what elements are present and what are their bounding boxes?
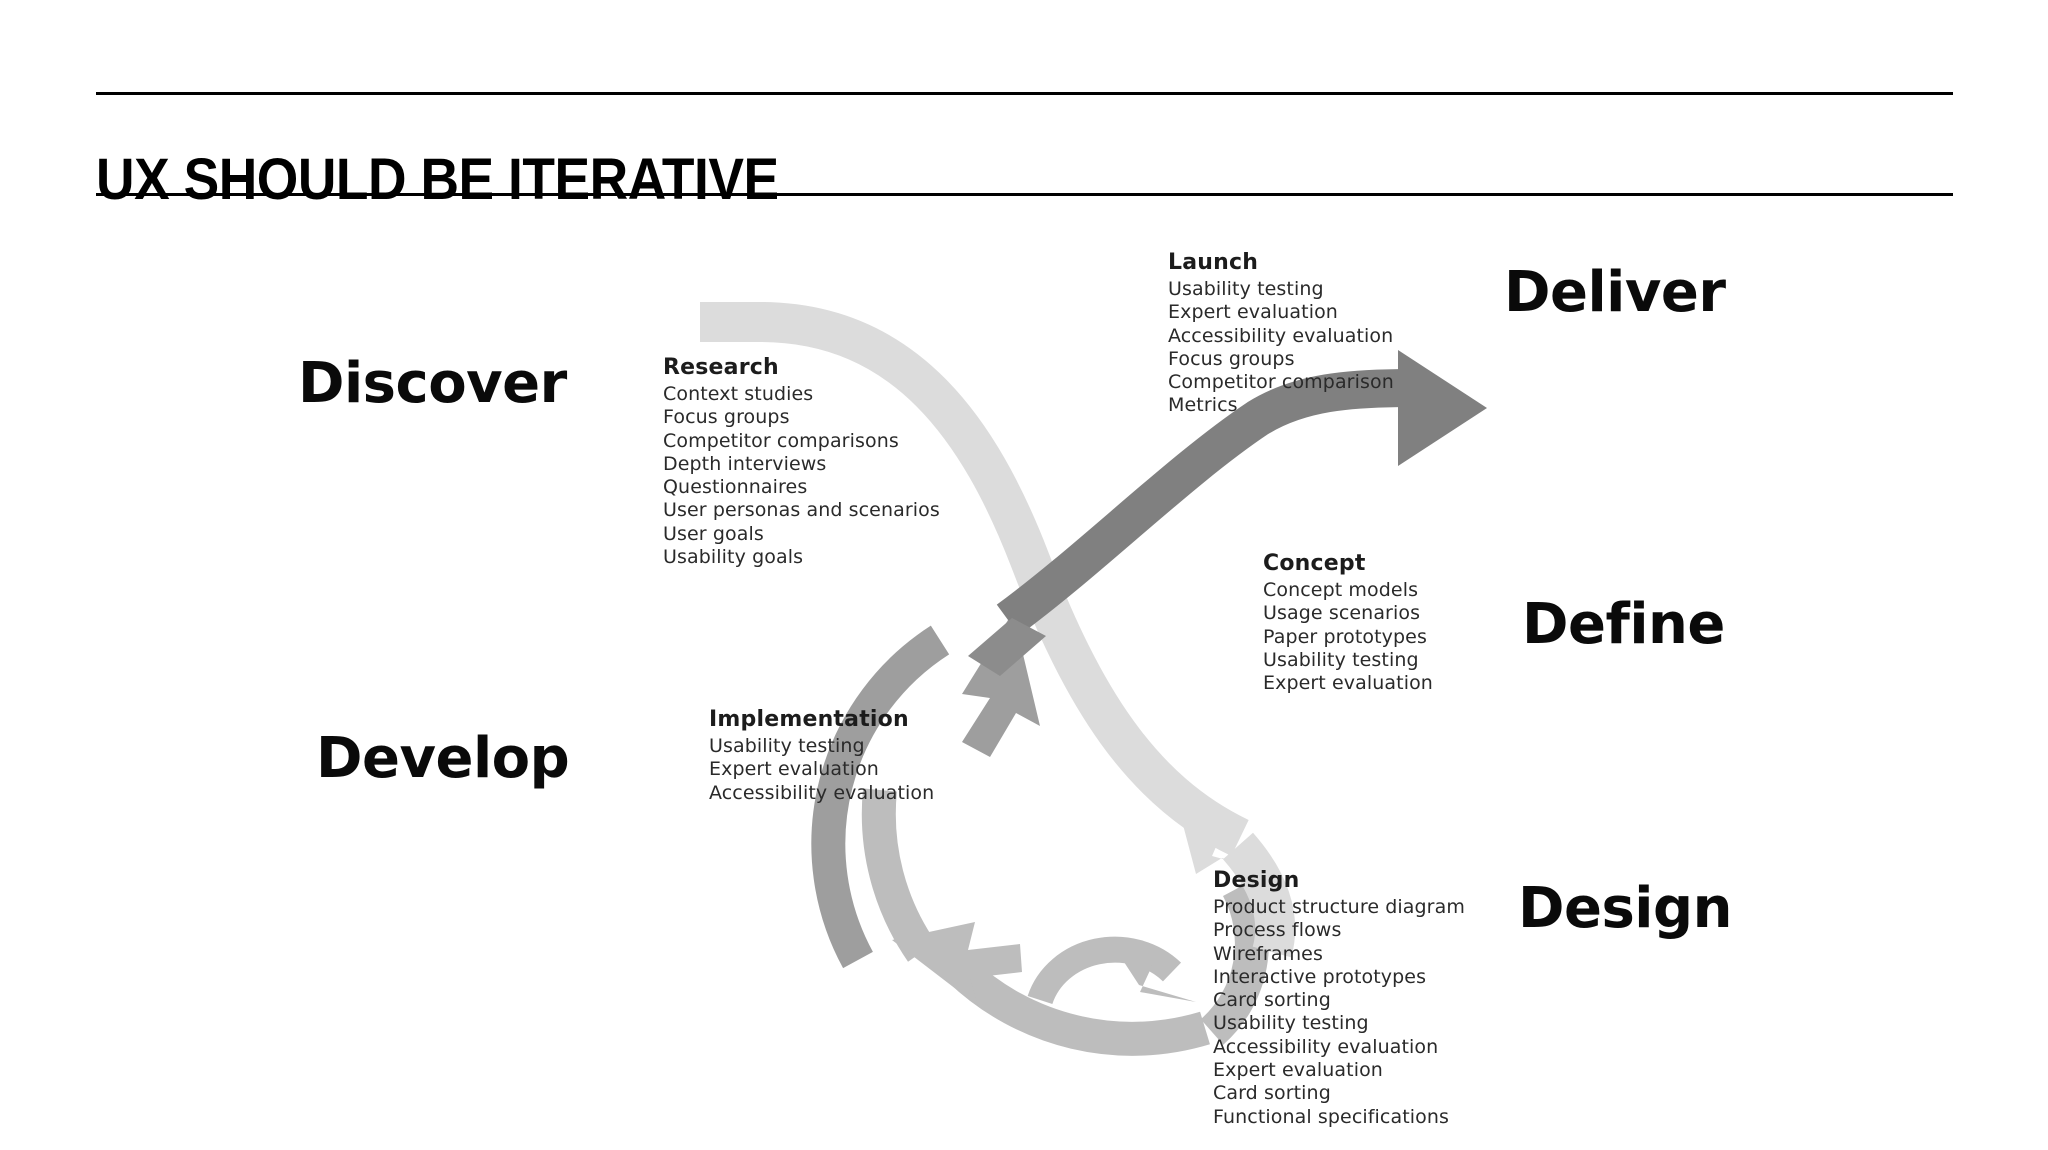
ring-arc-right <box>1200 880 1269 1045</box>
light-ribbon-arrowhead <box>1178 806 1300 880</box>
list-item: Focus groups <box>1168 347 1295 370</box>
phase-label-deliver: Deliver <box>1504 260 1726 325</box>
list-item: Paper prototypes <box>1263 625 1427 648</box>
list-item: Usability testing <box>1213 1012 1369 1035</box>
note-title-research: Research <box>663 355 779 380</box>
note-title-concept: Concept <box>1263 551 1366 576</box>
dark-ribbon-arrowhead <box>1398 350 1487 466</box>
list-item: Usage scenarios <box>1263 602 1421 625</box>
list-item: Card sorting <box>1213 989 1331 1012</box>
list-item: Expert evaluation <box>1213 1059 1383 1082</box>
page-title: UX SHOULD BE ITERATIVE <box>96 146 779 212</box>
list-item: Accessibility evaluation <box>1168 324 1394 347</box>
title-rule-bottom <box>96 193 1953 196</box>
list-item: Context studies <box>663 383 814 405</box>
note-title-launch: Launch <box>1168 250 1259 275</box>
list-item: Wireframes <box>1213 942 1323 965</box>
dark-ribbon-path <box>996 369 1411 636</box>
phase-label-develop: Develop <box>316 726 570 791</box>
list-item: Focus groups <box>663 406 790 429</box>
list-item: Usability testing <box>1168 278 1324 300</box>
list-item: Card sorting <box>1213 1082 1331 1105</box>
note-title-design: Design <box>1213 868 1300 893</box>
list-item: Product structure diagram <box>1213 896 1465 918</box>
light-ribbon-tail <box>700 302 766 342</box>
list-item: Process flows <box>1213 919 1342 942</box>
list-item: Metrics <box>1168 394 1238 417</box>
list-item: Usability testing <box>709 735 865 757</box>
list-item: Depth interviews <box>663 452 827 475</box>
subloop-arc <box>1027 936 1182 1005</box>
list-item: Functional specifications <box>1213 1105 1450 1128</box>
list-item: Questionnaires <box>663 476 808 499</box>
phase-label-define: Define <box>1522 592 1725 657</box>
list-item: User personas and scenarios <box>663 499 940 522</box>
subloop-arrowhead <box>1124 962 1196 1002</box>
list-item: Usability goals <box>663 546 804 569</box>
list-item: Concept models <box>1263 579 1419 601</box>
ring-arrowhead-left <box>892 922 1022 1006</box>
phase-label-discover: Discover <box>298 351 567 416</box>
list-item: Accessibility evaluation <box>1213 1035 1439 1058</box>
list-item: Expert evaluation <box>1168 301 1338 324</box>
list-item: Expert evaluation <box>709 758 879 781</box>
title-rule-top <box>96 92 1953 95</box>
list-item: Competitor comparison <box>1168 371 1394 394</box>
note-title-implementation: Implementation <box>709 707 909 732</box>
list-item: Usability testing <box>1263 648 1419 671</box>
light-ribbon-path <box>700 302 1249 857</box>
list-item: Interactive prototypes <box>1213 965 1427 988</box>
ring-arc-lower-left <box>861 788 937 962</box>
phase-label-design: Design <box>1518 876 1732 941</box>
list-item: User goals <box>663 522 764 545</box>
ring-arc-upper-left <box>811 625 950 969</box>
list-item: Accessibility evaluation <box>709 781 935 804</box>
ring-arc-bottom <box>948 957 1210 1056</box>
dark-ribbon-tail <box>968 618 1046 676</box>
light-ribbon-lower-lobe <box>1222 832 1296 958</box>
list-item: Competitor comparisons <box>663 429 899 452</box>
list-item: Expert evaluation <box>1263 672 1433 695</box>
